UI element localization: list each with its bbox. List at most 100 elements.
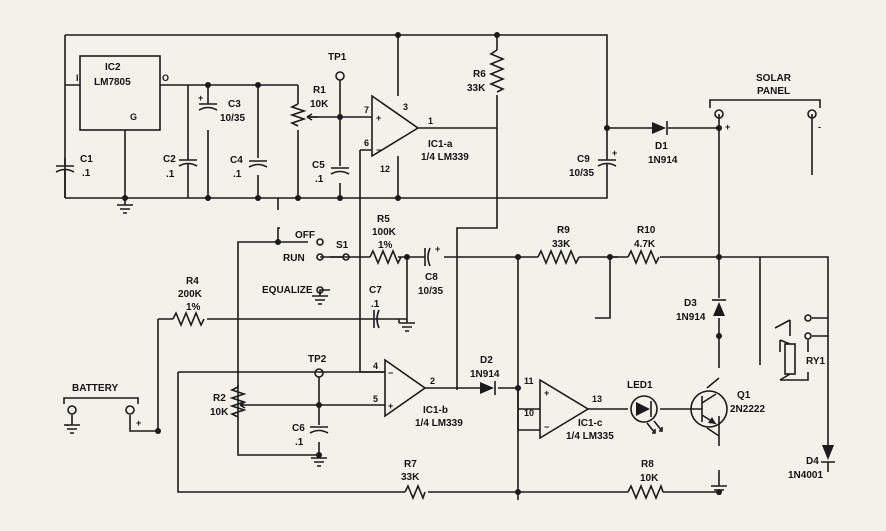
s1-pos-off: OFF bbox=[295, 230, 315, 241]
ic1a-ref: IC1-a bbox=[428, 139, 453, 150]
r4-ref: R4 bbox=[186, 276, 199, 287]
ic1a-pin-7: 7 bbox=[364, 105, 369, 115]
q1-ref: Q1 bbox=[737, 390, 751, 401]
c3-ref: C3 bbox=[228, 99, 241, 110]
r2-ref: R2 bbox=[213, 393, 226, 404]
c8-capacitor: + C8 10/35 bbox=[418, 244, 443, 297]
r8-ref: R8 bbox=[641, 459, 654, 470]
c9-value: 10/35 bbox=[569, 168, 594, 179]
ic1c-comparator: + − 11 10 13 IC1-c 1/4 LM335 bbox=[524, 376, 614, 442]
tp1-testpoint: TP1 bbox=[328, 52, 347, 81]
ic1b-pin-4: 4 bbox=[373, 361, 378, 371]
c6-value: .1 bbox=[295, 437, 304, 448]
solar-line1: SOLAR bbox=[756, 73, 792, 84]
ic1b-pin-2: 2 bbox=[430, 376, 435, 386]
d4-part: 1N4001 bbox=[788, 470, 823, 481]
c1-capacitor: C1 .1 bbox=[55, 154, 93, 198]
q1-part: 2N2222 bbox=[730, 404, 765, 415]
r1-potentiometer: R1 10K bbox=[289, 85, 329, 127]
r9-resistor: R9 33K bbox=[537, 225, 580, 266]
ic1b-part: 1/4 LM339 bbox=[415, 418, 463, 429]
d4-ref: D4 bbox=[806, 456, 819, 467]
r5-value: 100K bbox=[372, 227, 397, 238]
ic1c-ref: IC1-c bbox=[578, 418, 603, 429]
c7-value: .1 bbox=[371, 299, 380, 310]
d3-ref: D3 bbox=[684, 298, 697, 309]
c2-ref: C2 bbox=[163, 154, 176, 165]
ic1c-minus: − bbox=[544, 422, 549, 432]
r5-tol: 1% bbox=[378, 240, 393, 251]
d2-part: 1N914 bbox=[470, 369, 500, 380]
c5-capacitor: C5 .1 bbox=[312, 160, 350, 185]
r8-resistor: R8 10K bbox=[627, 459, 664, 501]
ic1a-part: 1/4 LM339 bbox=[421, 152, 469, 163]
ic1a-pin-3: 3 bbox=[403, 102, 408, 112]
r10-ref: R10 bbox=[637, 225, 656, 236]
battery-plus: + bbox=[136, 418, 141, 428]
ic1c-part: 1/4 LM335 bbox=[566, 431, 614, 442]
solar-plus: + bbox=[725, 122, 730, 132]
solar-panel-connector: SOLAR PANEL + - bbox=[709, 73, 821, 132]
s1-pos-equalize: EQUALIZE bbox=[262, 285, 313, 296]
c6-ref: C6 bbox=[292, 423, 305, 434]
ic1b-pin-5: 5 bbox=[373, 394, 378, 404]
c6-capacitor: C6 .1 bbox=[292, 423, 329, 448]
ic1b-comparator: − + 4 5 2 IC1-b 1/4 LM339 bbox=[373, 358, 463, 429]
r7-ref: R7 bbox=[404, 459, 417, 470]
r2-value: 10K bbox=[210, 407, 229, 418]
c8-polarity: + bbox=[435, 244, 440, 254]
d4-diode: D4 1N4001 bbox=[788, 445, 835, 481]
tp2-ref: TP2 bbox=[308, 354, 327, 365]
r5-ref: R5 bbox=[377, 214, 390, 225]
c5-ref: C5 bbox=[312, 160, 325, 171]
s1-ref: S1 bbox=[336, 240, 349, 251]
c7-ref: C7 bbox=[369, 285, 382, 296]
ic1b-plus: + bbox=[388, 401, 393, 411]
d1-part: 1N914 bbox=[648, 155, 678, 166]
ic1c-pin-13: 13 bbox=[592, 394, 602, 404]
r9-ref: R9 bbox=[557, 225, 570, 236]
s1-switch: OFF RUN EQUALIZE S1 bbox=[262, 230, 350, 296]
c9-ref: C9 bbox=[577, 154, 590, 165]
ic1c-pin-10: 10 bbox=[524, 408, 534, 418]
ic1c-plus: + bbox=[544, 388, 549, 398]
ground-symbols bbox=[64, 204, 727, 495]
r7-value: 33K bbox=[401, 472, 420, 483]
tp1-ref: TP1 bbox=[328, 52, 347, 63]
d2-diode: D2 1N914 bbox=[470, 355, 500, 395]
ic2-pin-out: O bbox=[162, 73, 169, 83]
ic1a-pin-12: 12 bbox=[380, 164, 390, 174]
c7-capacitor: C7 .1 bbox=[369, 285, 382, 329]
ic1a-plus: + bbox=[376, 113, 381, 123]
battery-label: BATTERY bbox=[72, 383, 118, 394]
d2-ref: D2 bbox=[480, 355, 493, 366]
ic2-pin-in: I bbox=[76, 73, 79, 83]
led1-diode: LED1 bbox=[627, 380, 663, 434]
junction-dots bbox=[122, 32, 722, 495]
c9-capacitor: + C9 10/35 bbox=[569, 128, 617, 179]
c3-capacitor: + C3 10/35 bbox=[198, 93, 245, 124]
r1-value: 10K bbox=[310, 99, 329, 110]
c4-capacitor: C4 .1 bbox=[230, 155, 268, 180]
ry1-relay: RY1 bbox=[774, 314, 826, 381]
c2-value: .1 bbox=[166, 169, 175, 180]
r9-value: 33K bbox=[552, 239, 571, 250]
c3-value: 10/35 bbox=[220, 113, 245, 124]
r10-value: 4.7K bbox=[634, 239, 656, 250]
ic1a-comparator: + − 7 6 3 12 1 IC1-a 1/4 LM339 bbox=[364, 94, 469, 174]
ic2-regulator: IC2 LM7805 I O G bbox=[76, 55, 169, 131]
ry1-ref: RY1 bbox=[806, 356, 826, 367]
r1-ref: R1 bbox=[313, 85, 326, 96]
s1-pos-run: RUN bbox=[283, 253, 305, 264]
d1-ref: D1 bbox=[655, 141, 668, 152]
d1-diode: D1 1N914 bbox=[648, 121, 678, 166]
c8-value: 10/35 bbox=[418, 286, 443, 297]
solar-minus: - bbox=[818, 122, 821, 132]
c8-ref: C8 bbox=[425, 272, 438, 283]
r4-tol: 1% bbox=[186, 302, 201, 313]
led1-ref: LED1 bbox=[627, 380, 653, 391]
c9-polarity: + bbox=[612, 148, 617, 158]
ic1b-minus: − bbox=[388, 368, 393, 378]
